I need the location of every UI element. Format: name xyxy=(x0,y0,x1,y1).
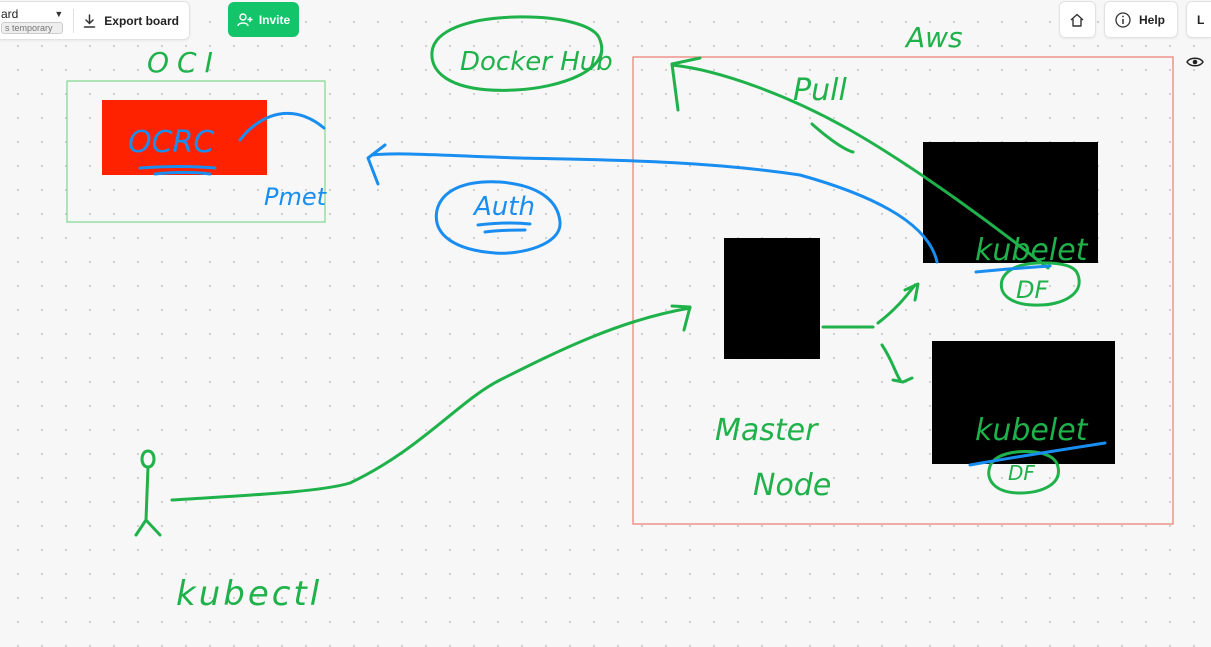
kubelet-label-1[interactable]: kubelet xyxy=(975,233,1089,268)
eye-icon[interactable] xyxy=(1186,56,1204,68)
blue-ink-strokes[interactable] xyxy=(138,111,1107,467)
export-board-label: Export board xyxy=(104,13,179,28)
df-label-1[interactable]: DF xyxy=(1016,276,1049,304)
offscreen-button[interactable]: L xyxy=(1186,1,1211,38)
auth-ellipse xyxy=(434,180,562,255)
invite-button[interactable]: Invite xyxy=(228,2,299,37)
pull-arrow xyxy=(670,63,1050,270)
download-icon xyxy=(84,13,96,28)
ocir-underline xyxy=(138,165,217,176)
help-label: Help xyxy=(1138,12,1165,27)
info-icon xyxy=(1115,11,1131,28)
home-icon xyxy=(1071,13,1084,27)
oci-frame[interactable] xyxy=(66,80,326,223)
arrow-to-worker-1 xyxy=(876,283,917,325)
worker-node-box-2[interactable] xyxy=(932,341,1115,464)
board-toolbar: ard ▼ s temporary Export board xyxy=(0,1,190,40)
help-button[interactable]: Help xyxy=(1103,1,1178,38)
top-right-controls: Help L xyxy=(1058,1,1211,38)
invite-label: Invite xyxy=(258,12,291,27)
toolbar-divider xyxy=(73,8,75,33)
kubectl-arrow-head xyxy=(670,304,692,332)
ocir-box[interactable] xyxy=(102,100,267,175)
df-ellipse-2 xyxy=(987,450,1060,495)
chevron-down-icon[interactable]: ▼ xyxy=(54,9,64,19)
home-button[interactable] xyxy=(1058,1,1096,38)
df-ellipse-1 xyxy=(999,261,1081,307)
stick-figure-head xyxy=(140,449,156,469)
auth-arrow xyxy=(370,152,939,264)
kubelet-underline-2 xyxy=(968,441,1107,467)
auth-underline xyxy=(476,221,532,234)
auth-label[interactable]: Auth xyxy=(472,192,535,222)
pull-arrow-head xyxy=(670,56,702,112)
kubelet-label-2[interactable]: kubelet xyxy=(975,413,1089,448)
worker-node-box-1[interactable] xyxy=(923,142,1098,263)
arrow-head-worker-2 xyxy=(891,376,914,384)
node-label[interactable]: Node xyxy=(753,468,831,503)
arrow-head-worker-1 xyxy=(903,282,920,302)
master-label[interactable]: Master xyxy=(715,413,819,448)
pull-label[interactable]: Pull xyxy=(793,73,847,108)
auth-arrow-head xyxy=(366,143,387,186)
board-title: ard xyxy=(1,7,19,21)
temporary-badge: s temporary xyxy=(1,22,64,34)
kubectl-to-master-arrow xyxy=(170,306,692,502)
add-user-icon xyxy=(237,12,253,26)
stick-figure-body xyxy=(134,465,162,537)
export-board-button[interactable]: Export board xyxy=(74,2,189,39)
board-name-menu[interactable]: ard ▼ s temporary xyxy=(0,2,73,39)
docker-hub-ellipse xyxy=(430,15,604,92)
green-ink-strokes[interactable] xyxy=(134,15,1081,537)
aws-frame[interactable] xyxy=(632,56,1174,525)
offscreen-button-label: L xyxy=(1197,12,1205,27)
kubelet-underline-1 xyxy=(974,264,1052,274)
ocir-label[interactable]: OCRC xyxy=(128,125,214,160)
pmet-label[interactable]: Pmet xyxy=(264,183,328,211)
kubectl-label[interactable]: kubectl xyxy=(176,574,322,614)
df-label-2[interactable]: DF xyxy=(1008,461,1035,485)
oci-label[interactable]: OCI xyxy=(147,46,221,79)
ocir-return-curve xyxy=(238,111,326,142)
aws-label[interactable]: Aws xyxy=(904,21,963,54)
pull-tick xyxy=(810,122,855,154)
docker-hub-label[interactable]: Docker Hub xyxy=(460,47,613,77)
arrow-to-worker-2 xyxy=(880,343,902,382)
master-node-box[interactable] xyxy=(724,238,820,359)
